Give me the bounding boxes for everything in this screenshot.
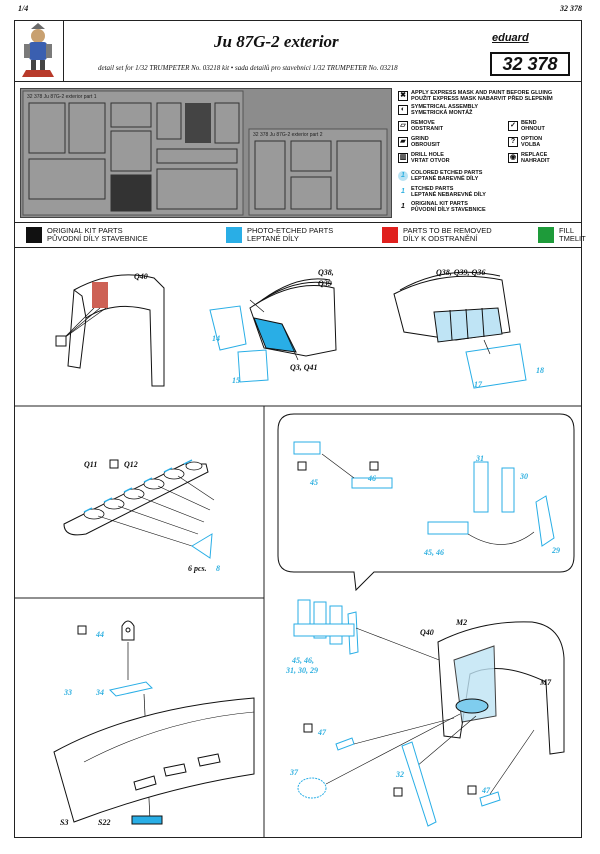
option-icon: ? [508, 137, 518, 147]
part-44: 44 [96, 630, 104, 639]
bend-icon-step4 [77, 625, 87, 635]
step2-illustration [63, 459, 215, 559]
part-47-b: 47 [482, 786, 490, 795]
label-q3-q41: Q3, Q41 [290, 363, 318, 372]
mask-icon: ✖ [398, 91, 408, 101]
bend-icon-2 [369, 461, 379, 471]
fret-label-b: 32 378 Ju 87G-2 exterior part 2 [253, 132, 323, 138]
blue-swatch [226, 227, 242, 243]
bend-icon-step5c [467, 785, 477, 795]
label-q39: Q39 [318, 279, 332, 288]
page-ref: 32 378 [560, 4, 582, 13]
part-33: 33 [64, 688, 72, 697]
kit-parts-icon: 1 [401, 203, 405, 210]
label-s22: S22 [98, 818, 111, 827]
brand-logo: eduard [492, 32, 529, 44]
label-q11: Q11 [84, 460, 98, 469]
legend-mask: ✖ APPLY EXPRESS MASK AND PAINT BEFORE GL… [398, 90, 553, 102]
step1-illustration [55, 271, 527, 389]
part-17: 17 [474, 380, 482, 389]
step3-illustration [277, 413, 575, 592]
bend-icon [297, 461, 307, 471]
etched-icon: 1 [401, 188, 405, 195]
black-swatch [26, 227, 42, 243]
part-32: 32 [396, 770, 404, 779]
bend-icon: ✓ [508, 121, 518, 131]
label-q12: Q12 [124, 460, 138, 469]
part-29: 29 [552, 546, 560, 555]
part-34: 34 [96, 688, 104, 697]
bend-icon-step5b [393, 787, 403, 797]
kit-number: 32 378 [490, 52, 570, 76]
page-title: Ju 87G-2 exterior [214, 32, 339, 51]
part-31-30-29-group: 31, 30, 29 [286, 666, 318, 675]
cowling-part-q38 [209, 278, 337, 383]
grind-icon: ▰ [398, 137, 408, 147]
fret-label-a: 32 378 Ju 87G-2 exterior part 1 [27, 94, 97, 100]
part-47-a: 47 [318, 728, 326, 737]
symbol-legend: ✖ APPLY EXPRESS MASK AND PAINT BEFORE GL… [398, 88, 578, 218]
label-q40: Q40 [134, 272, 148, 281]
colored-etched-icon: 1 [398, 171, 408, 181]
symmetrical-icon [109, 459, 119, 469]
step4-illustration [53, 620, 255, 825]
page-frame [14, 20, 582, 838]
part-18: 18 [536, 366, 544, 375]
label-q38: Q38, [318, 268, 334, 277]
part-8: 8 [216, 564, 220, 573]
mascot-logo [14, 20, 64, 82]
red-swatch [382, 227, 398, 243]
canopy-frame-q40 [55, 274, 165, 387]
page-subtitle: detail set for 1/32 TRUMPETER No. 03218 … [98, 64, 398, 72]
part-15: 15 [232, 376, 240, 385]
part-45: 45 [310, 478, 318, 487]
bend-icon-step5a [303, 723, 313, 733]
replace-icon: ◉ [508, 153, 518, 163]
symmetrical-icon: ◐ [398, 105, 408, 115]
label-m7: M7 [540, 678, 552, 687]
drill-icon: ▥ [398, 153, 408, 163]
label-q40-step5: Q40 [420, 628, 434, 637]
cowling-assembly [393, 271, 527, 389]
part-46: 46 [368, 474, 376, 483]
part-45-46: 45, 46 [424, 548, 444, 557]
part-45-46-group: 45, 46, [292, 656, 314, 665]
header [14, 20, 582, 82]
label-m2: M2 [456, 618, 468, 627]
photo-etch-fret: 32 378 Ju 87G-2 exterior part 1 32 378 J… [20, 88, 392, 218]
part-30: 30 [520, 472, 528, 481]
part-31: 31 [476, 454, 484, 463]
label-s3: S3 [60, 818, 69, 827]
label-q38-q39-q36: Q38, Q39, Q36 [436, 268, 486, 277]
step5-illustration [293, 599, 565, 827]
remove-icon: ▱ [398, 121, 408, 131]
green-swatch [538, 227, 554, 243]
part-14: 14 [212, 334, 220, 343]
page-number: 1/4 [18, 4, 29, 13]
label-6pcs: 6 pcs. [188, 564, 207, 573]
part-37: 37 [290, 768, 298, 777]
